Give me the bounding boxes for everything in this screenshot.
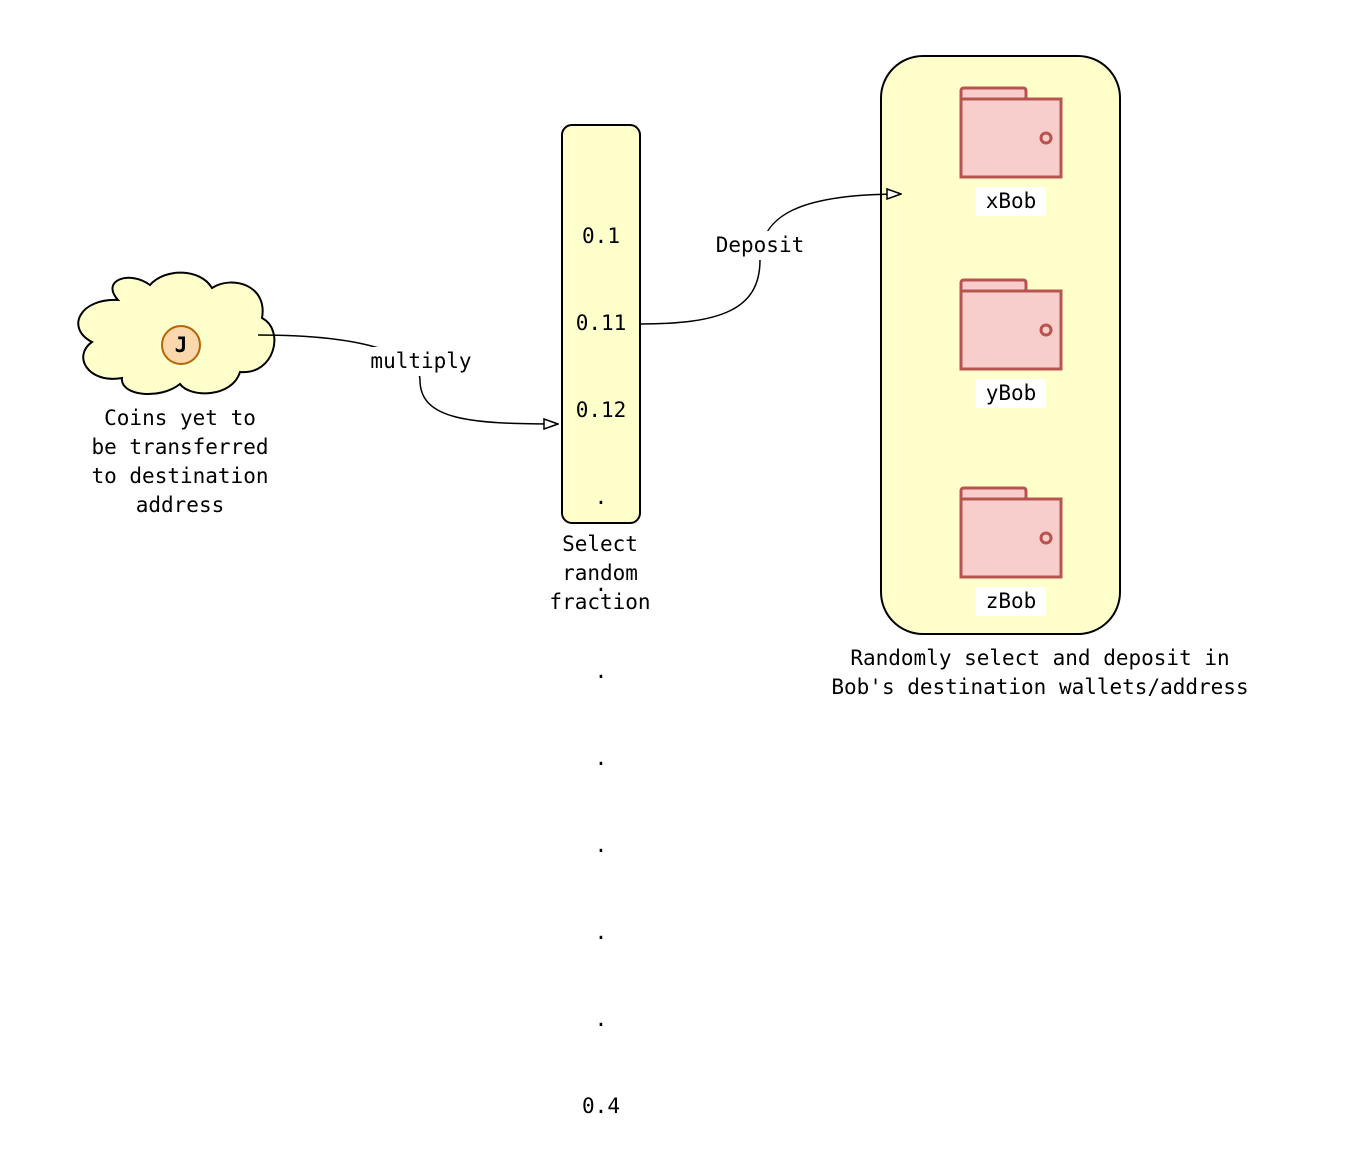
fraction-value: 0.4 [582,1094,620,1118]
wallet-icon-ybob [959,278,1063,371]
fraction-ellipsis-dot: . [594,485,608,509]
fraction-ellipsis-dot: . [594,746,608,770]
coin-icon [161,325,201,365]
deposit-label: Deposit [706,231,814,260]
multiply-label: multiply [361,347,481,376]
fraction-ellipsis-dot: . [594,920,608,944]
fraction-value: 0.12 [575,398,627,422]
fractions-caption: Select random fraction [549,532,651,614]
coin-letter: J [174,333,188,357]
coins-caption: Coins yet to be transferred to destinati… [91,406,269,517]
multiply-edge [257,334,558,424]
wallet-label-zbob: zBob [976,587,1046,616]
fraction-ellipsis-dot: . [594,833,608,857]
wallet-label-ybob: yBob [976,379,1046,408]
fraction-ellipsis-dot: . [594,1007,608,1031]
diagram-canvas [77,55,1121,635]
wallet-label-xbob: xBob [976,187,1046,216]
wallet-icon-zbob [959,486,1063,579]
fraction-value: 0.11 [575,311,627,335]
fraction-ellipsis-dot: . [594,659,608,683]
fraction-value: 0.1 [582,224,620,248]
fraction-ellipsis-dot: . [594,572,608,596]
wallets-caption: Randomly select and deposit in Bob's des… [831,646,1249,699]
wallet-icon-xbob [959,86,1063,179]
deposit-edge [639,194,901,325]
fractions-list: 0.1 0.11 0.12 . . . . . . . 0.4 [562,164,640,1150]
